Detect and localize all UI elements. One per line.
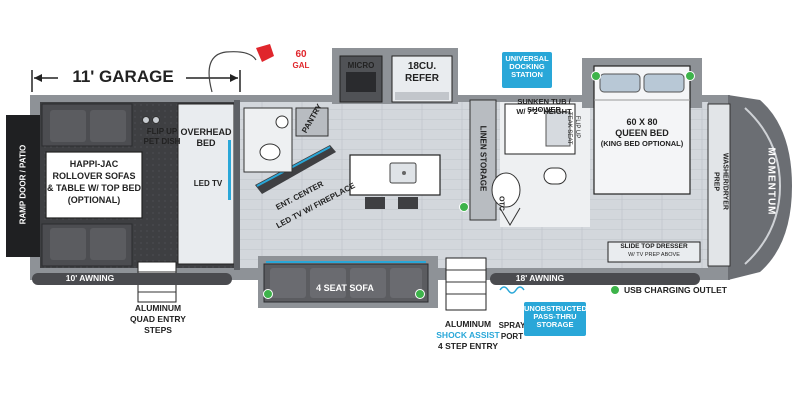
shock-steps-label-3: 4 STEP ENTRY (438, 341, 498, 351)
four-seat-sofa-label: 4 SEAT SOFA (316, 283, 374, 293)
pet-dish-label-2: PET DISH (143, 137, 181, 146)
quad-steps-label-1: ALUMINUM (134, 303, 182, 313)
quad-steps-label-3: STEPS (144, 325, 172, 335)
quad-steps-label-2: QUAD ENTRY (130, 314, 186, 324)
awning-right-label: 18' AWNING (515, 273, 565, 283)
docking-line-2: DOCKING (509, 61, 545, 71)
micro-label: MICRO (347, 61, 375, 70)
linen-storage-label: LINEN STORAGE (478, 125, 488, 192)
queen-bed-label-2: QUEEN BED (615, 128, 669, 138)
teak-seat-label-1: FLIP UP (574, 115, 580, 139)
washer-dryer-label-1: WASHER/DRYER (721, 153, 729, 210)
overhead-bed-label-1: OVERHEAD (180, 127, 232, 137)
passthru-line-1: UNOBSTRUCTED (524, 304, 587, 313)
ramp-door (6, 115, 40, 257)
passthru-storage-callout: UNOBSTRUCTED PASS-THRU STORAGE (524, 302, 587, 336)
awning-left (32, 273, 232, 285)
usb-outlets (263, 71, 695, 299)
overhead-bed-area (177, 103, 235, 265)
slide-dresser-label-1: SLIDE TOP DRESSER (620, 243, 688, 250)
sofas-label-3: & TABLE W/ TOP BED (46, 183, 141, 193)
teak-seat-label-2: TEAK SEAT (566, 112, 572, 145)
refer-label-1: 18CU. (407, 61, 437, 72)
refer-label-2: REFER (405, 73, 439, 84)
garage-table (45, 151, 143, 219)
fuel-hose (208, 51, 257, 93)
garage-led-tv-label: LED TV (193, 179, 223, 188)
ent-center (255, 145, 336, 194)
docking-line-1: UNIVERSAL (505, 54, 549, 63)
shock-steps-label-2: SHOCK ASSIST (436, 330, 500, 340)
usb-legend-label: USB CHARGING OUTLET (624, 285, 727, 295)
washer-dryer-label-2: PREP (712, 171, 720, 192)
toilet (543, 167, 567, 185)
docking-line-3: STATION (511, 69, 543, 79)
front-nose-cap (728, 95, 792, 280)
sofas-label-2: ROLLOVER SOFAS (52, 171, 136, 181)
spray-port-label-2: PORT (500, 332, 524, 341)
spray-port-label-1: SPRAY (498, 321, 526, 330)
sofas-label-4: (OPTIONAL) (67, 195, 121, 205)
fuel-amount: 60 (295, 49, 307, 60)
sunken-tub-label-1: SUNKEN TUB / SHOWER (517, 97, 571, 114)
fuel-unit: GAL (292, 61, 310, 70)
slide-dresser (607, 241, 701, 263)
pet-dish-label-1: FLIP UP (146, 127, 178, 136)
shock-steps (445, 257, 487, 311)
queen-bed-label-1: 60 X 80 (626, 117, 658, 127)
washer-dryer-closet (707, 103, 731, 267)
overhead-bed-label-2: BED (196, 138, 216, 148)
pantry (295, 107, 329, 137)
shock-steps-label-1: ALUMINUM (444, 319, 492, 329)
slide-dresser-label-2: W/ TV PREP ABOVE (628, 252, 680, 258)
passthru-line-3: STORAGE (536, 319, 574, 329)
sofas-label-1: HAPPI-JAC (69, 159, 119, 169)
queen-bed-label-3: (KING BED OPTIONAL) (600, 139, 684, 148)
fuel-pump-icon (256, 44, 274, 62)
sunken-tub-label-2: W/ 7'2" HEIGHT (516, 107, 572, 116)
linen-storage (469, 99, 497, 221)
brand-logo: MOMENTUM (765, 147, 777, 216)
ramp-door-label: RAMP DOOR / PATIO (18, 144, 28, 225)
passthru-line-2: PASS-THRU (533, 311, 577, 321)
otc-label: OTC (497, 196, 505, 211)
spray-port-coil (499, 286, 525, 294)
awning-right (490, 273, 700, 285)
docking-station-callout: UNIVERSAL DOCKING STATION (502, 52, 552, 88)
garage-length-label: 11' GARAGE (72, 67, 174, 86)
awning-left-label: 10' AWNING (65, 273, 115, 283)
